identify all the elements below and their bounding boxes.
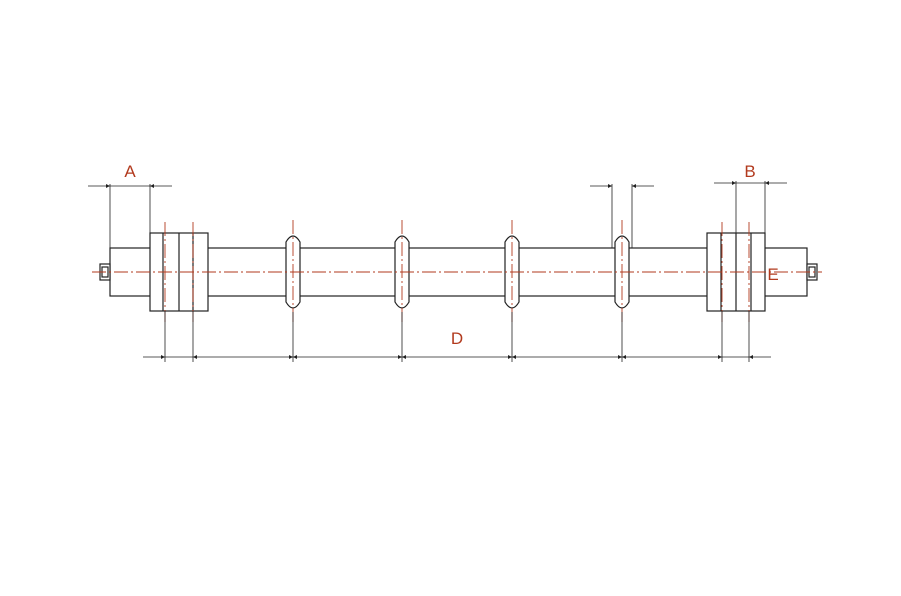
dimension-label-d: D [451,329,463,348]
centerlines [92,220,822,322]
dimension-label-e: E [767,265,778,284]
dimension-label-a: A [124,162,136,181]
dimension-lines [88,181,787,362]
dimension-label-b: B [744,162,755,181]
